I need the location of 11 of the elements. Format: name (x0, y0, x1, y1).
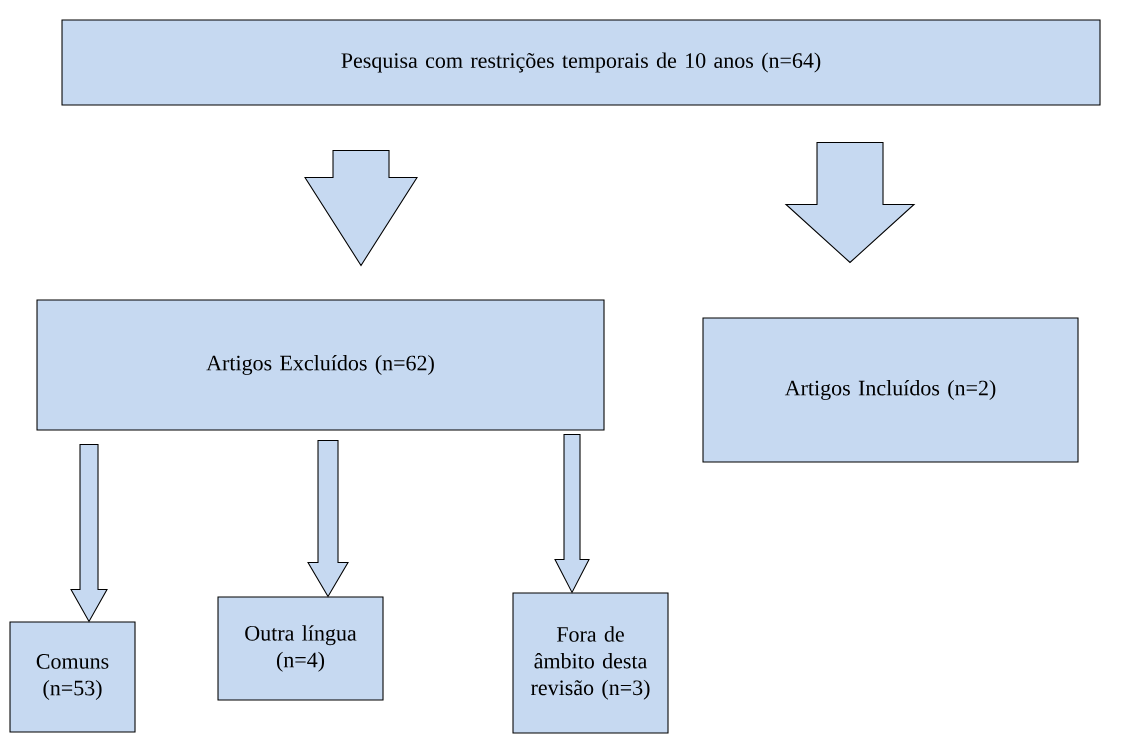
block-arrow (307, 440, 349, 598)
process-box: Fora de âmbito desta revisão (n=3) (512, 592, 669, 734)
process-box: Outra língua (n=4) (217, 596, 384, 701)
block-arrow (554, 434, 590, 594)
process-box: Comuns (n=53) (9, 621, 136, 733)
block-arrow (70, 444, 108, 623)
process-box: Artigos Incluídos (n=2) (702, 317, 1079, 463)
process-box: Artigos Excluídos (n=62) (36, 299, 605, 431)
block-arrow (304, 150, 418, 267)
process-box: Pesquisa com restrições temporais de 10 anos (n=64) (61, 19, 1101, 106)
block-arrow (784, 142, 916, 264)
